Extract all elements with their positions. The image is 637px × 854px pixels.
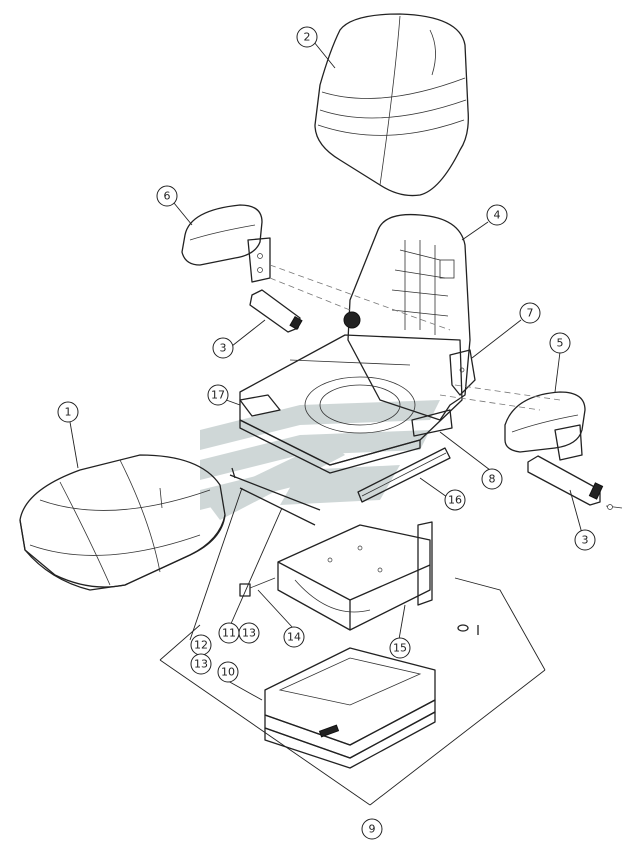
callout-label: 16 (448, 494, 462, 507)
callout-c13a: 13 (238, 622, 260, 644)
callout-label: 6 (164, 190, 171, 203)
assembly-lines (269, 264, 561, 411)
callout-c6: 6 (156, 185, 178, 207)
callout-c13b: 13 (190, 653, 212, 675)
backrest-frame (343, 213, 471, 421)
callout-label: 15 (393, 642, 407, 655)
callout-c7: 8 (481, 468, 503, 490)
callout-c3a: 3 (212, 337, 234, 359)
base-bellows (264, 647, 436, 769)
callout-label: 17 (211, 389, 225, 402)
callout-c16: 16 (444, 489, 466, 511)
callout-label: 8 (489, 473, 496, 486)
callout-c10: 10 (217, 661, 239, 683)
armrest-adjuster-left (249, 289, 303, 333)
callout-c9: 9 (361, 818, 383, 840)
callout-label: 5 (557, 337, 564, 350)
side-bracket (449, 349, 476, 396)
callout-label: 3 (220, 342, 227, 355)
suspension-mechanism (277, 521, 433, 631)
callout-label: 9 (369, 823, 376, 836)
washer-bolt (457, 624, 479, 635)
callout-c2: 2 (296, 26, 318, 48)
slide-rail (357, 447, 451, 503)
callout-c1: 1 (57, 401, 79, 423)
callout-label: 3 (582, 534, 589, 547)
callout-c3b: 3 (574, 529, 596, 551)
callout-c12: 12 (190, 634, 212, 656)
callout-c14: 14 (283, 626, 305, 648)
left-armrest (181, 204, 271, 283)
callout-label: 4 (494, 209, 501, 222)
seat-pan-frame (239, 334, 463, 474)
callout-c5: 5 (549, 332, 571, 354)
callout-label: 1 (65, 406, 72, 419)
watermark-logo (200, 400, 440, 520)
group-bracket-9 (159, 577, 546, 806)
clip-17 (239, 394, 281, 417)
callout-c15: 15 (389, 637, 411, 659)
callout-c8: 7 (519, 302, 541, 324)
rods (229, 467, 321, 526)
callout-c4: 4 (486, 204, 508, 226)
armrest-adjuster-right (527, 455, 623, 510)
backrest-cushion (314, 13, 469, 197)
callout-label: 2 (304, 31, 311, 44)
seat-cushion (19, 454, 226, 591)
slide-bracket-7 (411, 409, 453, 437)
callout-label: 13 (194, 658, 208, 671)
small-block (239, 577, 276, 597)
callout-label: 7 (527, 307, 534, 320)
leader-lines (69, 41, 584, 701)
callout-c11: 11 (218, 622, 240, 644)
callout-label: 12 (194, 639, 208, 652)
callout-c17: 17 (207, 384, 229, 406)
right-armrest (504, 391, 586, 461)
callout-label: 10 (221, 666, 235, 679)
callout-label: 13 (242, 627, 256, 640)
callout-label: 14 (287, 631, 301, 644)
callout-label: 11 (222, 627, 236, 640)
